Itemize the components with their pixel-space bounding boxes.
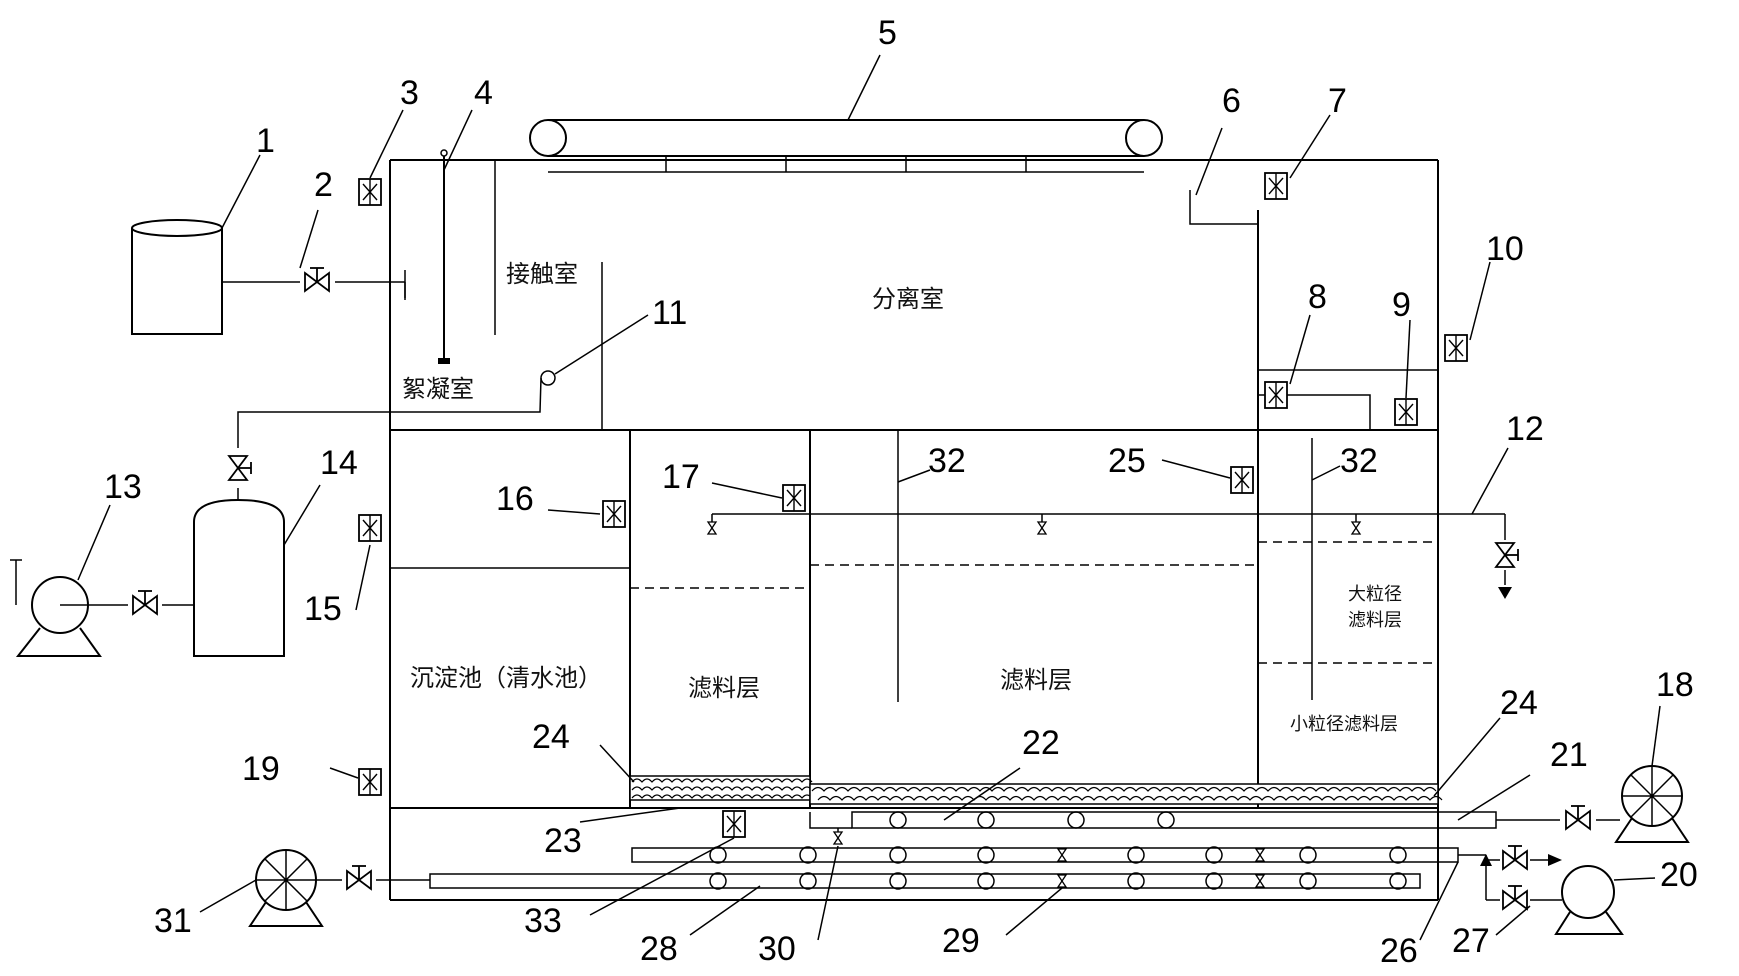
callout-14: 14 xyxy=(320,444,358,482)
callout-32-middle: 32 xyxy=(928,442,966,480)
label-coarse-filter-2: 滤料层 xyxy=(1348,610,1402,631)
blower-18 xyxy=(1614,765,1690,843)
label-filter-layer-left: 滤料层 xyxy=(688,674,760,702)
pump-valve xyxy=(132,590,158,615)
valve-25 xyxy=(1230,466,1254,494)
air-line xyxy=(10,370,556,657)
gravel-layer-right xyxy=(809,783,1443,805)
callout-3: 3 xyxy=(400,74,419,112)
callout-9: 9 xyxy=(1392,286,1411,324)
scraper-belt xyxy=(529,119,1163,173)
valve-17 xyxy=(782,484,806,512)
valve-8 xyxy=(1264,381,1288,409)
callout-29: 29 xyxy=(942,922,980,960)
valve-3 xyxy=(358,178,382,206)
callout-2: 2 xyxy=(314,166,333,204)
callout-10: 10 xyxy=(1486,230,1524,268)
valve-16 xyxy=(602,500,626,528)
label-filter-layer-middle: 滤料层 xyxy=(1000,666,1072,694)
callout-1: 1 xyxy=(256,122,275,160)
label-flocculation-room: 絮凝室 xyxy=(402,375,474,403)
valve-30 xyxy=(833,828,843,845)
callout-28: 28 xyxy=(640,930,678,968)
nozzle-valve-b xyxy=(1037,521,1047,535)
callout-11: 11 xyxy=(652,294,687,332)
room-labels: 分离室 接触室 絮凝室 沉淀池（清水池） 滤料层 滤料层 大粒径 滤料层 小粒径… xyxy=(402,260,1402,735)
air-valve xyxy=(228,455,252,481)
callout-15: 15 xyxy=(304,590,342,628)
callout-5: 5 xyxy=(878,14,897,52)
blower-31 xyxy=(248,849,430,927)
callout-23: 23 xyxy=(544,822,582,860)
nozzle-valve-c xyxy=(1351,521,1361,535)
callout-24-left: 24 xyxy=(532,718,570,756)
valve-10 xyxy=(1444,334,1468,362)
valve-9 xyxy=(1394,398,1418,426)
callout-21: 21 xyxy=(1550,736,1588,774)
label-separation-room: 分离室 xyxy=(872,285,944,313)
valve-27a xyxy=(1502,845,1528,870)
callout-20: 20 xyxy=(1660,856,1698,894)
callout-19: 19 xyxy=(242,750,280,788)
valve-15 xyxy=(358,514,382,542)
gravel-layer-left xyxy=(629,775,813,801)
nozzle-valve-a xyxy=(707,521,717,535)
callout-6: 6 xyxy=(1222,82,1241,120)
callout-13: 13 xyxy=(104,468,142,506)
label-contact-room: 接触室 xyxy=(506,260,578,288)
pipe-21 xyxy=(809,811,1620,829)
dosing-valve xyxy=(304,267,330,292)
pump-20 xyxy=(1458,854,1624,935)
callout-17: 17 xyxy=(662,458,700,496)
valve-33 xyxy=(722,810,746,838)
leader-lines xyxy=(77,54,1661,941)
drain-valve xyxy=(1495,542,1519,568)
callout-22: 22 xyxy=(1022,724,1060,762)
stirrer xyxy=(438,149,450,364)
callout-16: 16 xyxy=(496,480,534,518)
callout-30: 30 xyxy=(758,930,796,968)
callout-27: 27 xyxy=(1452,922,1490,960)
pipe-28-valve-a xyxy=(1057,874,1067,888)
callout-24-right: 24 xyxy=(1500,684,1538,722)
pipe-28 xyxy=(429,872,1421,890)
dosing-tank xyxy=(131,219,406,335)
callout-12: 12 xyxy=(1506,410,1544,448)
valve-27b xyxy=(1502,885,1528,910)
callout-8: 8 xyxy=(1308,278,1327,316)
pipe-28-valve-b xyxy=(1255,874,1265,888)
valve-18-line xyxy=(1565,805,1591,830)
label-fine-filter: 小粒径滤料层 xyxy=(1290,714,1398,735)
callout-4: 4 xyxy=(474,74,493,112)
valve-19 xyxy=(358,768,382,796)
callout-26: 26 xyxy=(1380,932,1418,970)
label-coarse-filter-1: 大粒径 xyxy=(1348,584,1402,605)
pipe-26-valve-a xyxy=(1057,848,1067,862)
valve-31-line xyxy=(346,865,372,890)
callout-32-right: 32 xyxy=(1340,442,1378,480)
callout-18: 18 xyxy=(1656,666,1694,704)
lower-partitions xyxy=(390,430,1438,808)
callout-25: 25 xyxy=(1108,442,1146,480)
pipe-26-valve-b xyxy=(1255,848,1265,862)
tank-outline xyxy=(389,159,1439,901)
callout-33: 33 xyxy=(524,902,562,940)
pipe-26 xyxy=(631,846,1459,864)
callout-7: 7 xyxy=(1328,82,1347,120)
callout-numbers: 1 2 3 4 5 6 7 8 9 10 11 12 13 14 15 16 1… xyxy=(104,14,1698,970)
valve-7 xyxy=(1264,172,1288,200)
callout-31: 31 xyxy=(154,902,192,940)
label-sedimentation-tank: 沉淀池（清水池） xyxy=(410,664,602,692)
